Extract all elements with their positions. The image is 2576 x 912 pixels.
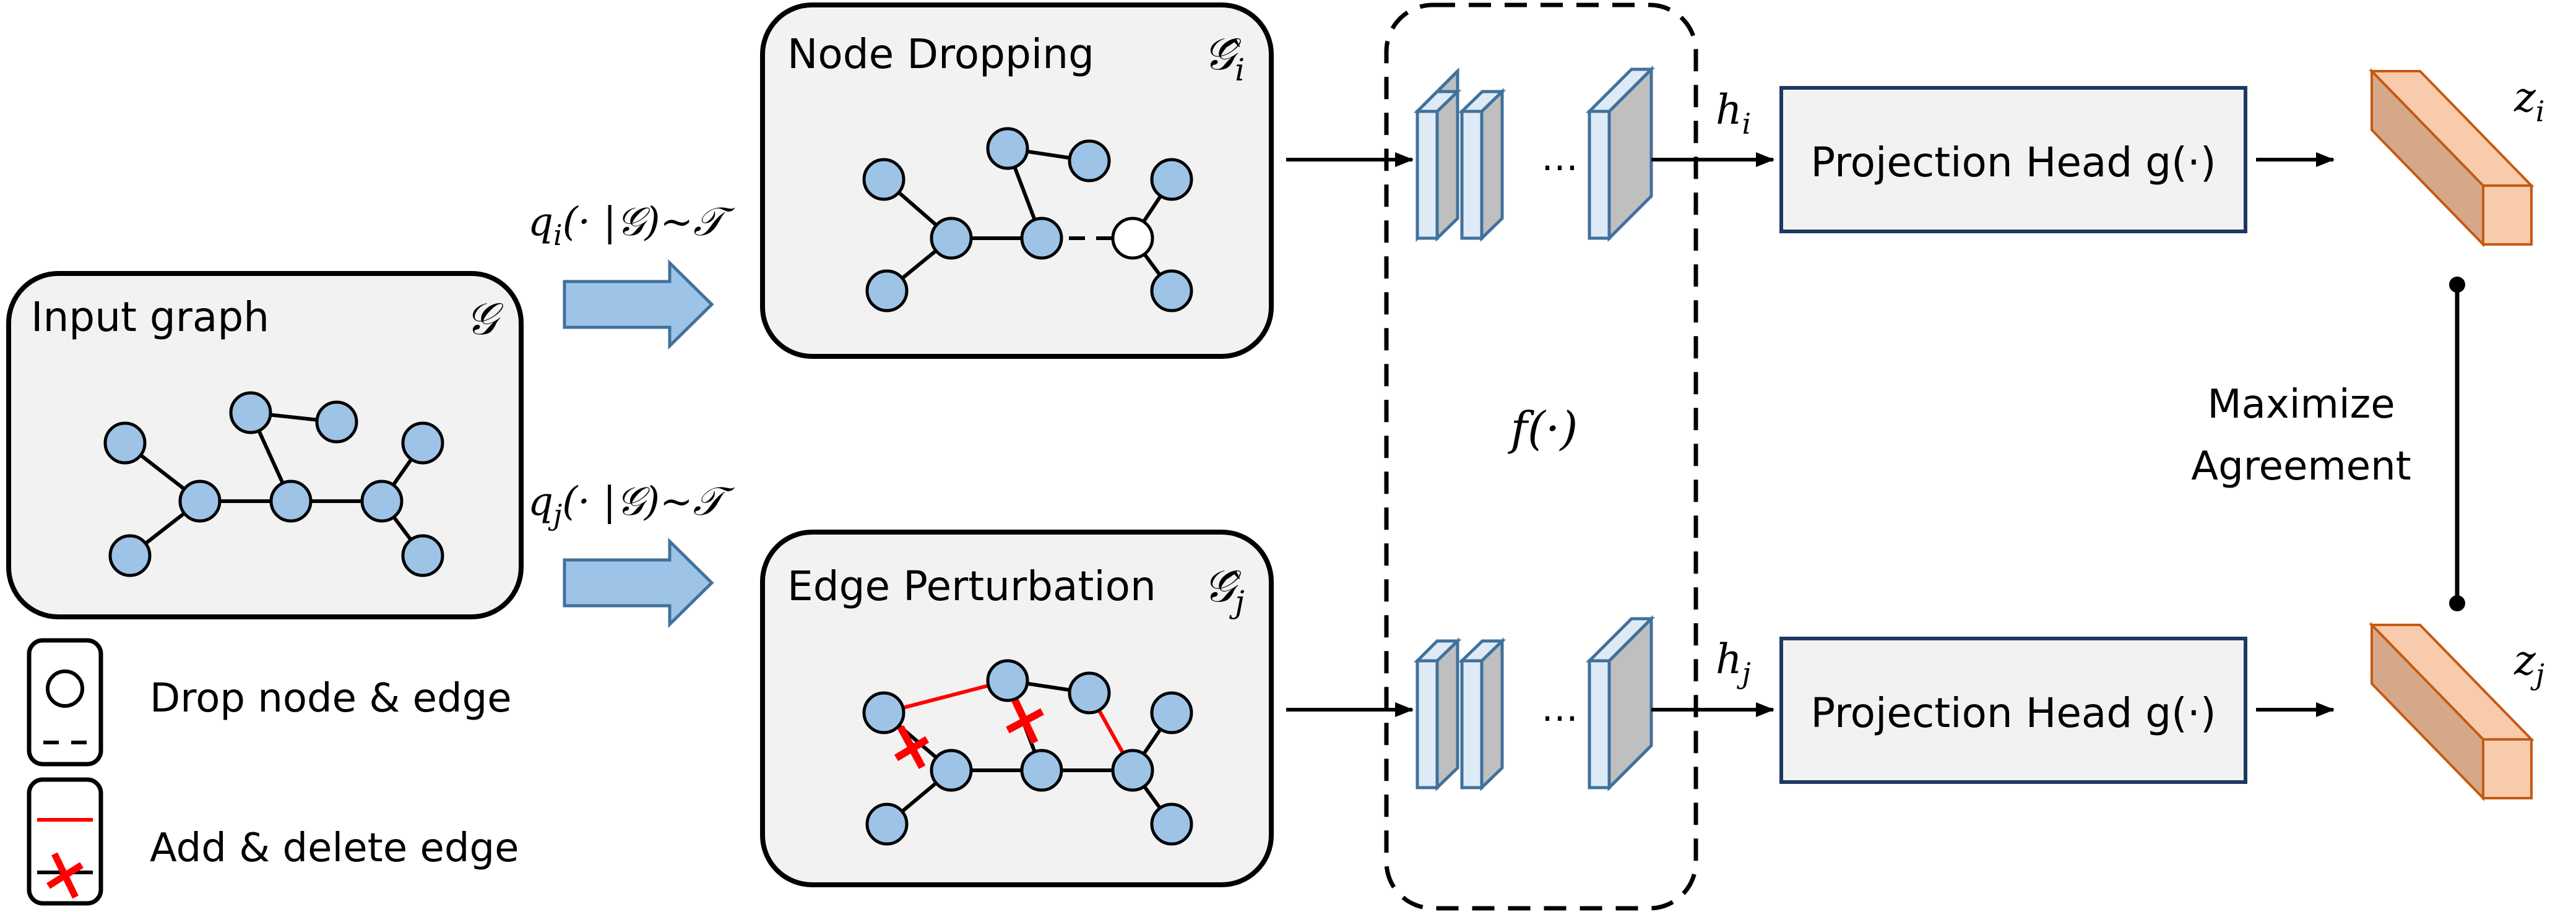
- edge-perturbation-title: Edge Perturbation: [787, 562, 1156, 610]
- graph-node: [1020, 217, 1063, 260]
- graph-node: [865, 269, 909, 312]
- graph-node: [1111, 749, 1154, 792]
- augment-arrow-i: [563, 259, 714, 350]
- z-label-j: zj: [2513, 637, 2544, 691]
- encoder-ellipsis-bottom: …: [1541, 687, 1578, 730]
- edge-perturbation-panel: Edge Perturbation 𝒢̂j: [760, 530, 1274, 887]
- graph-node: [1068, 671, 1111, 715]
- graph-node: [360, 480, 404, 523]
- projection-head-j: Projection Head g(·): [1779, 637, 2247, 784]
- sampler-label-j: qj(· |𝒢)~𝒯: [528, 479, 735, 531]
- projection-head-label-i: Projection Head g(·): [1810, 139, 2216, 186]
- embedding-j: zj: [2369, 622, 2544, 801]
- graph-node: [103, 421, 147, 465]
- projection-head-i: Projection Head g(·): [1779, 86, 2247, 233]
- legend: Drop node & edge Add & delete edge: [27, 638, 519, 906]
- encoder-layers-top: …: [1413, 65, 1656, 243]
- graph-node: [108, 534, 152, 577]
- graph-node: [1068, 139, 1111, 183]
- node-dropping-title: Node Dropping: [787, 30, 1094, 78]
- encoder-ellipsis-top: …: [1541, 136, 1578, 179]
- graph-node: [315, 400, 358, 444]
- h-label-j: hj: [1716, 635, 1751, 690]
- graph-node: [229, 391, 272, 434]
- graph-node: [986, 127, 1029, 170]
- agreement-connector: Maximize Agreement: [2191, 277, 2465, 611]
- objective-line1: Maximize: [2207, 382, 2395, 428]
- graph-node: [862, 158, 905, 201]
- graph-node: [1150, 269, 1193, 312]
- objective-line2: Agreement: [2191, 444, 2411, 489]
- augmentation-arrows: qi(· |𝒢)~𝒯 qj(· |𝒢)~𝒯: [528, 199, 735, 628]
- encoder-label: f(·): [1508, 402, 1578, 455]
- sampler-label-i: qi(· |𝒢)~𝒯: [528, 199, 735, 252]
- input-graph-nodes: [103, 391, 444, 577]
- graph-node: [1150, 802, 1193, 846]
- encoder-boundary: [1384, 2, 1698, 911]
- graph-node: [401, 421, 444, 465]
- graph-node: [269, 480, 313, 523]
- graph-node: [1150, 691, 1193, 734]
- graph-node: [1150, 158, 1193, 201]
- legend-perturb-label: Add & delete edge: [150, 825, 519, 871]
- graph-node: [178, 480, 222, 523]
- node-dropping-panel: Node Dropping 𝒢̂i: [760, 2, 1274, 359]
- embedding-i: zi: [2369, 68, 2545, 247]
- graph-node: [930, 217, 973, 260]
- node-dropping-box: [760, 2, 1274, 359]
- deleted-edge-marks: [894, 699, 1044, 769]
- projection-head-label-j: Projection Head g(·): [1810, 689, 2216, 737]
- augment-arrow-j: [563, 538, 714, 628]
- graph-node: [930, 749, 973, 792]
- dropped-node-icon: [46, 669, 84, 708]
- legend-perturb-box: [27, 777, 103, 906]
- graph-node: [862, 691, 905, 734]
- legend-drop-label: Drop node & edge: [150, 676, 512, 721]
- h-label-i: hi: [1716, 86, 1751, 140]
- input-graph-panel: Input graph 𝒢: [6, 271, 524, 619]
- graph-node: [1020, 749, 1063, 792]
- graph-node: [865, 802, 909, 846]
- node-dropping-nodes: [862, 127, 1193, 312]
- encoder-layers-bottom: …: [1413, 614, 1656, 792]
- encoder: f(·) … …: [1384, 2, 1698, 911]
- graph-node: [401, 534, 444, 577]
- edge-perturbation-nodes: [862, 659, 1193, 846]
- graph-node: [986, 659, 1029, 702]
- z-label-i: zi: [2513, 74, 2545, 128]
- input-graph-title: Input graph: [31, 293, 269, 341]
- dropped-node: [1111, 217, 1154, 260]
